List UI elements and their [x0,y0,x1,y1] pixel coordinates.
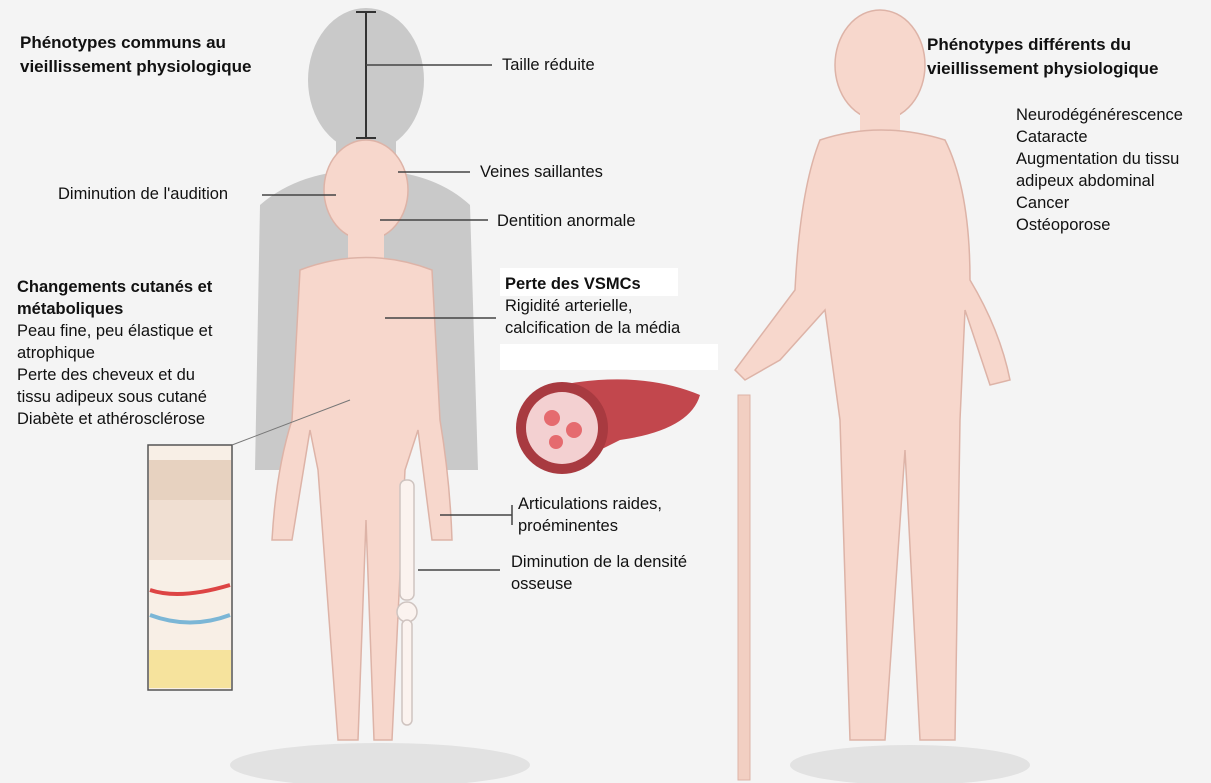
cane [737,394,751,781]
label-teeth: Dentition anormale [497,212,636,230]
right-title: Phénotypes différents du vieillissement … [927,35,1159,78]
right-item: Neurodégénérescence [1016,106,1183,124]
label-joints: Articulations raides, proéminentes [518,495,662,535]
skin-title-line2: métaboliques [17,300,124,318]
label-backdrop [500,268,678,296]
leader-lines [262,64,513,571]
left-title: Phénotypes communs au vieillissement phy… [20,33,252,76]
right-item: Augmentation du tissu [1016,150,1180,168]
vascular-block: Perte des VSMCs Rigidité arterielle, cal… [505,273,680,339]
label-height: Taille réduite [502,56,595,74]
label-bone-density: Diminution de la densité osseuse [511,553,688,593]
skin-item: Diabète et athérosclérose [17,410,206,428]
skin-item: atrophique [17,344,95,362]
height-bar [356,11,376,139]
vascular-title-term: VSMCs [583,275,641,293]
elderly-figure-left [271,139,453,741]
elderly-figure-right [734,9,1011,741]
right-item: adipeux abdominal [1016,172,1155,190]
vascular-item: Rigidité arterielle, [505,297,633,315]
skin-title-line1: Changements cutanés et [17,278,213,296]
vascular-item: calcification de la média [505,319,681,337]
label-hearing: Diminution de l'audition [58,185,229,203]
right-item: Cancer [1016,194,1070,212]
label-backdrop [500,344,718,370]
right-item: Cataracte [1016,128,1088,146]
skin-section [147,399,351,691]
ground-shadow-left [230,743,530,783]
artery-icon [516,379,700,474]
skin-metabolic-block: Changements cutanés et métaboliques Peau… [17,276,212,430]
leg-bone [396,479,418,726]
label-veins: Veines saillantes [480,163,603,181]
right-item: Ostéoporose [1016,216,1111,234]
right-phenotype-list: Neurodégénérescence Cataracte Augmentati… [1016,104,1183,236]
skin-item: Perte des cheveux et du [17,366,195,384]
vascular-title-prefix: Perte des [505,275,580,293]
skin-item: tissu adipeux sous cutané [17,388,207,406]
ground-shadow-right [790,745,1030,783]
skin-item: Peau fine, peu élastique et [17,322,213,340]
